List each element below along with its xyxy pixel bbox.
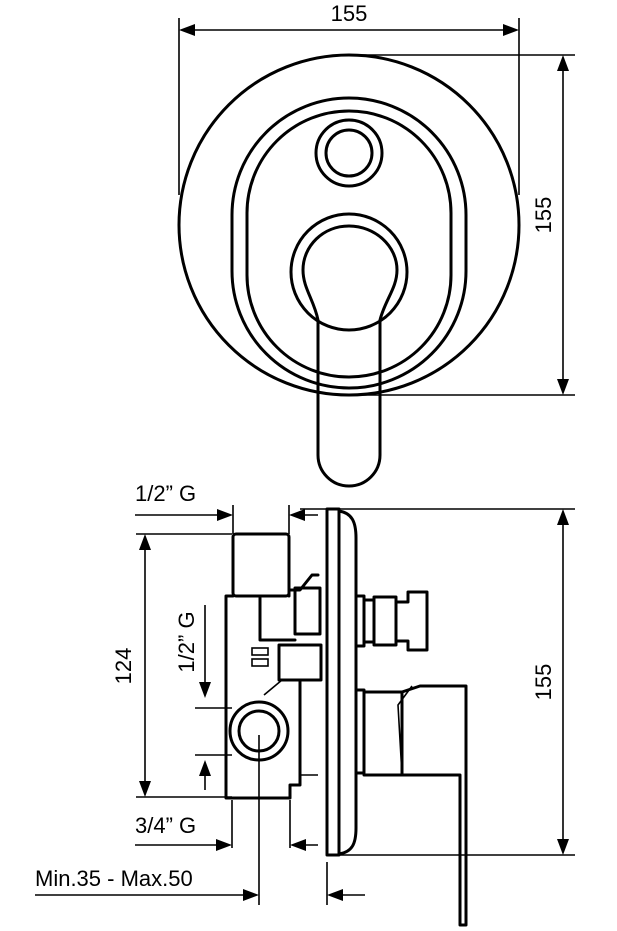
lever-handle (301, 224, 399, 488)
spacing-label: 124 (111, 648, 136, 685)
escutcheon-inner-recess (245, 109, 453, 379)
front-height-label: 155 (531, 197, 556, 234)
plate-front (337, 509, 358, 856)
front-view: 155 155 (177, 1, 575, 488)
bottom-inlet-label: 3/4” G (135, 813, 196, 838)
lever-side (354, 684, 468, 927)
top-inlet-port (231, 532, 291, 598)
front-width-label: 155 (331, 1, 368, 26)
outlet-label: 1/2” G (174, 611, 199, 672)
plate-height-dimension: 155 (300, 508, 575, 856)
diverter-knob-side (354, 590, 429, 652)
depth-dimension: Min.35 - Max.50 (35, 735, 365, 905)
plate-height-label: 155 (531, 664, 556, 701)
diverter-knob-outer (314, 118, 384, 188)
outlet-port-outer (228, 700, 290, 762)
top-inlet-label: 1/2” G (135, 481, 196, 506)
front-height-dimension: 155 (348, 54, 575, 396)
valve-body (224, 532, 323, 800)
plate-back (325, 507, 341, 857)
escutcheon-plate (177, 53, 521, 397)
wall-plate (325, 507, 358, 857)
depth-label: Min.35 - Max.50 (35, 866, 193, 891)
front-width-dimension: 155 (178, 1, 520, 195)
lever-hub-outer (289, 212, 409, 332)
side-view: 1/2” G 124 1/2” G (35, 481, 575, 927)
bottom-inlet-dimension: 3/4” G (135, 800, 318, 851)
outlet-dimension: 1/2” G (174, 605, 232, 790)
diverter-knob-inner (324, 128, 374, 178)
top-inlet-dimension: 1/2” G (135, 481, 318, 534)
outlet-port-inner (237, 709, 281, 753)
spacing-dimension: 124 (111, 533, 232, 798)
escutcheon-outer-recess (230, 96, 468, 390)
